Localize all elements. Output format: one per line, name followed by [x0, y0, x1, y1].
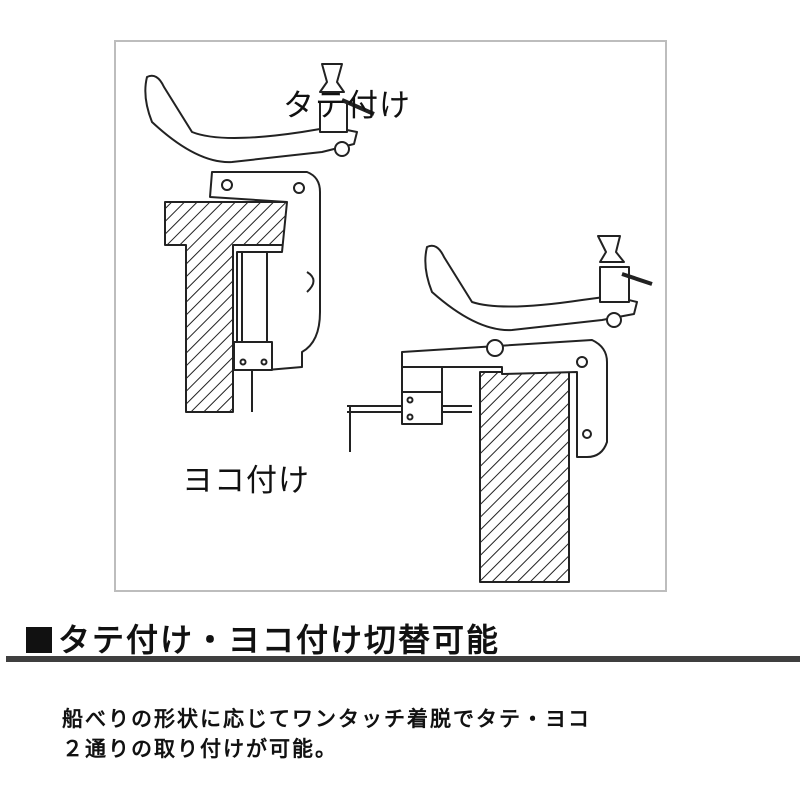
section-heading: タテ付け・ヨコ付け切替可能: [26, 615, 500, 661]
description-line-2: ２通りの取り付けが可能。: [62, 737, 338, 761]
gunwale-section-horizontal: [479, 371, 570, 583]
square-bullet-icon: [26, 627, 52, 653]
description-line-1: 船べりの形状に応じてワンタッチ着脱でタテ・ヨコ: [62, 707, 591, 731]
horizontal-mount-label: ヨコ付け: [182, 463, 310, 499]
illustration-frame: [114, 40, 667, 592]
heading-divider: [6, 656, 800, 662]
description: 船べりの形状に応じてワンタッチ着脱でタテ・ヨコ ２通りの取り付けが可能。: [62, 704, 591, 764]
section-heading-text: タテ付け・ヨコ付け切替可能: [58, 621, 501, 659]
vertical-mount-label: タテ付け: [283, 88, 411, 124]
clamp-illustration: [144, 63, 653, 583]
